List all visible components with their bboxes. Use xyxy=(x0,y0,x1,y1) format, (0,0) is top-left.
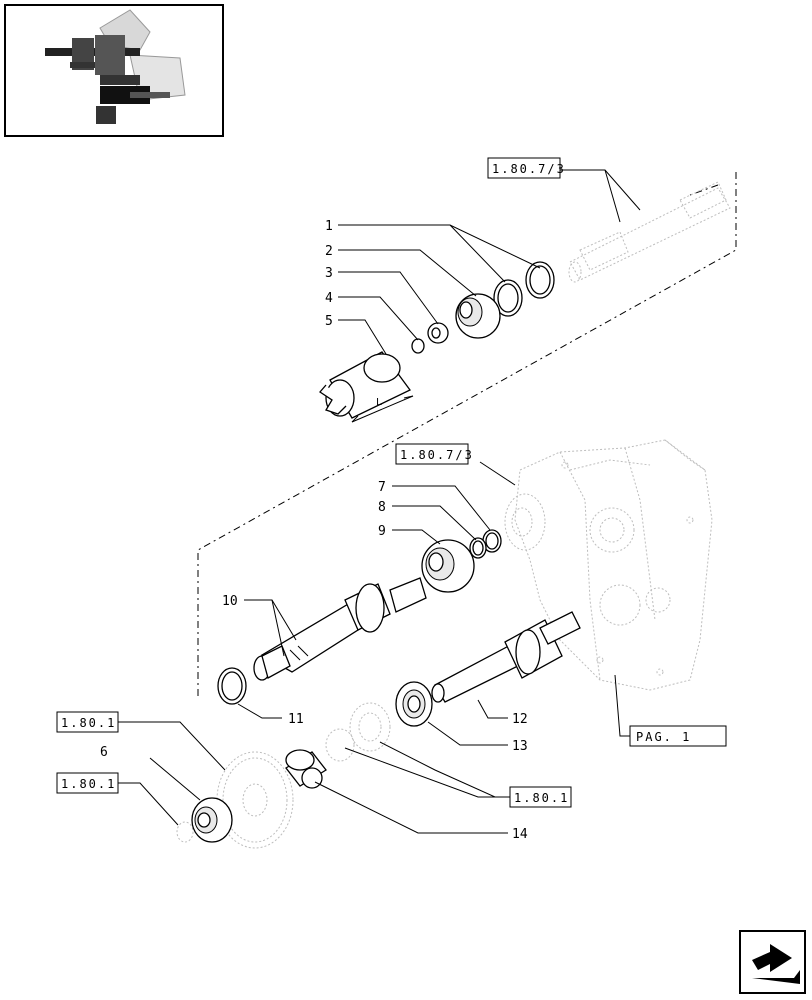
assembly-thumbnail-icon[interactable] xyxy=(4,4,224,137)
ghost-bearing xyxy=(325,702,391,762)
callout-7: 7 xyxy=(378,480,386,495)
snap-rings-7-8 xyxy=(469,529,502,559)
shaft-10 xyxy=(253,577,427,681)
callout-10: 10 xyxy=(222,594,238,609)
shaft-12 xyxy=(431,611,581,703)
circlip-4 xyxy=(411,338,425,354)
ref-page-label: PAG. 1 xyxy=(636,730,691,744)
snap-rings-1 xyxy=(493,261,555,317)
dimension-label-l: L xyxy=(376,397,382,408)
ref-right-label: 1.80.1 xyxy=(514,791,569,805)
washer-3 xyxy=(427,322,449,344)
callout-5: 5 xyxy=(325,314,333,329)
callout-2: 2 xyxy=(325,244,333,259)
callout-3: 3 xyxy=(325,266,333,281)
callout-9: 9 xyxy=(378,524,386,539)
seal-13 xyxy=(395,681,433,727)
callout-14: 14 xyxy=(512,827,528,842)
callout-13: 13 xyxy=(512,739,528,754)
bushing-14 xyxy=(285,749,327,789)
ref-box-top[interactable]: 1.80.7/3 xyxy=(487,157,566,179)
callout-12: 12 xyxy=(512,712,528,727)
bearing-9 xyxy=(421,539,475,593)
ref-left-upper-label: 1.80.1 xyxy=(61,716,116,730)
snap-ring-11 xyxy=(217,667,247,705)
bearing-6 xyxy=(191,797,233,843)
callout-1: 1 xyxy=(325,219,333,234)
callout-6: 6 xyxy=(100,745,108,760)
ghost-gear xyxy=(176,751,294,849)
ref-top-label: 1.80.7/3 xyxy=(492,162,566,176)
callout-4: 4 xyxy=(325,291,333,306)
ref-left-lower-label: 1.80.1 xyxy=(61,777,116,791)
ref-box-right[interactable]: 1.80.1 xyxy=(509,786,572,808)
ref-box-mid[interactable]: 1.80.7/3 xyxy=(395,443,474,465)
next-page-arrow-icon[interactable] xyxy=(739,930,806,994)
upper-splined-shaft xyxy=(568,181,731,283)
callout-11: 11 xyxy=(288,712,304,727)
ref-mid-label: 1.80.7/3 xyxy=(400,448,474,462)
bearing-2 xyxy=(455,293,501,339)
ref-box-left-upper[interactable]: 1.80.1 xyxy=(56,711,119,733)
coupling-5 xyxy=(319,351,414,423)
ref-box-left-lower[interactable]: 1.80.1 xyxy=(56,772,119,794)
ref-box-page[interactable]: PAG. 1 xyxy=(629,725,727,747)
callout-8: 8 xyxy=(378,500,386,515)
